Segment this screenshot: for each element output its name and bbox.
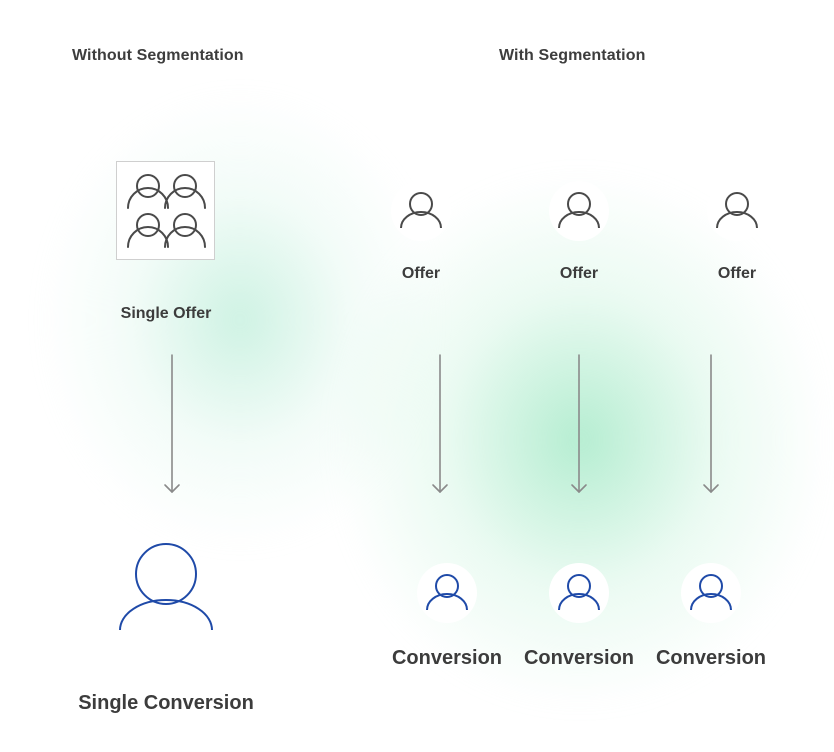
user-icon	[400, 192, 442, 229]
single-conversion-label: Single Conversion	[78, 692, 254, 714]
down-arrow-icon	[571, 354, 587, 493]
offer-label-3: Offer	[717, 265, 757, 282]
with-segmentation-heading: With Segmentation	[499, 47, 646, 64]
conversion-label-3: Conversion	[655, 647, 767, 669]
user-icon	[426, 574, 468, 611]
down-arrow-icon	[703, 354, 719, 493]
user-icon	[716, 192, 758, 229]
conversion-label-2: Conversion	[523, 647, 635, 669]
down-arrow-icon	[432, 354, 448, 493]
user-group-icon	[127, 174, 206, 248]
single-conversion-user-icon	[119, 543, 213, 631]
user-group-icon-box	[116, 161, 215, 260]
offer-label-2: Offer	[559, 265, 599, 282]
down-arrow-icon	[164, 354, 180, 493]
user-icon	[558, 192, 600, 229]
user-icon	[558, 574, 600, 611]
offer-label-1: Offer	[401, 265, 441, 282]
user-icon	[690, 574, 732, 611]
single-offer-label: Single Offer	[120, 305, 212, 322]
conversion-label-1: Conversion	[391, 647, 503, 669]
without-segmentation-heading: Without Segmentation	[72, 47, 244, 64]
